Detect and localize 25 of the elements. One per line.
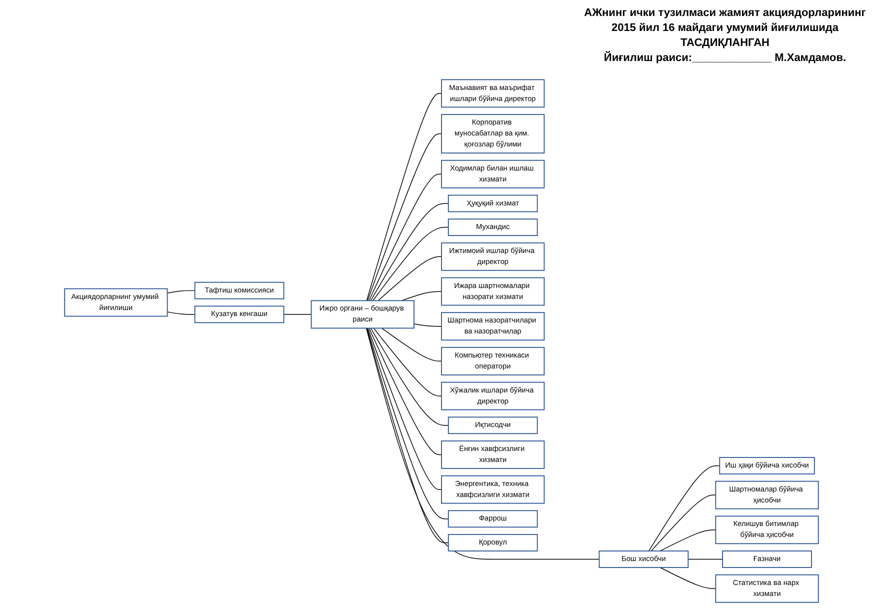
connector [381, 328, 442, 362]
connector [366, 93, 442, 302]
connector [366, 328, 600, 560]
connector [368, 328, 442, 456]
approval-note: АЖнинг ички тузилмаси жамият акциядорларининг 2015 йил 16 майдаги умумий йиғилишида [583, 6, 867, 36]
connector [688, 558, 723, 560]
connector [372, 226, 449, 302]
connector [367, 133, 442, 302]
connector [401, 291, 442, 302]
connector [368, 174, 442, 302]
connector [166, 312, 196, 315]
connector [660, 530, 716, 552]
connector [370, 203, 449, 302]
connector [373, 328, 442, 396]
connector [650, 494, 716, 552]
connector [166, 290, 196, 294]
connector [283, 314, 312, 315]
approval-note: ТАСДИҚЛАНГАН [680, 36, 770, 51]
connector [378, 256, 442, 302]
connector [367, 328, 442, 490]
connector [370, 328, 449, 426]
approval-note: Йиғилиш раиси:_____________ М.Хамдамов. [602, 51, 848, 66]
connector [414, 323, 442, 327]
connector [648, 465, 720, 552]
connector [660, 567, 716, 589]
